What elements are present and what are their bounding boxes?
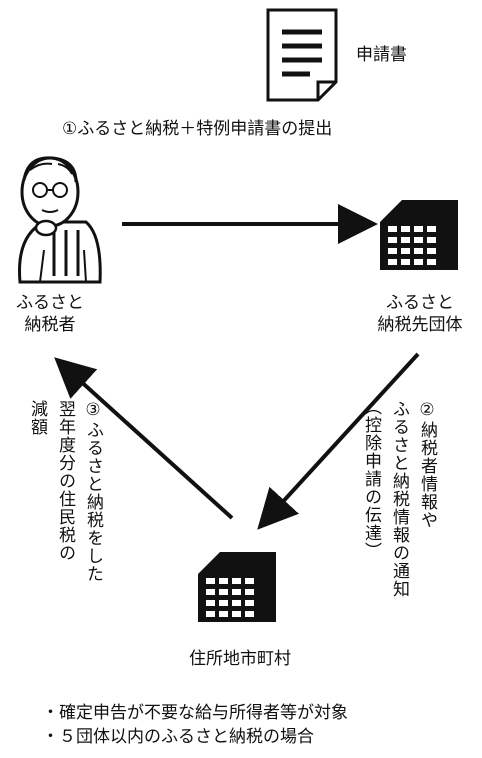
document-label: 申請書 bbox=[356, 45, 407, 65]
taxpayer-label-line2: 納税者 bbox=[24, 315, 76, 335]
step3-column-3: 減額 bbox=[27, 400, 47, 436]
thinking-person-icon bbox=[18, 156, 102, 284]
note-five-limit: ・５団体以内のふるさと納税の場合 bbox=[42, 727, 314, 747]
taxpayer-label: ふるさと 納税者 bbox=[2, 292, 98, 336]
step2-column-1: ②納税者情報や bbox=[417, 400, 437, 529]
step2-column-2: ふるさと納税情報の通知 bbox=[389, 400, 409, 598]
municipality-label: 住所地市町村 bbox=[189, 649, 291, 669]
taxpayer-label-line1: ふるさと bbox=[16, 293, 84, 313]
office-building-icon bbox=[198, 552, 276, 622]
donation-target-label: ふるさと 納税先団体 bbox=[358, 292, 482, 336]
step2-column-3: （控除申請の伝達） bbox=[361, 398, 381, 560]
donation-target-label-line1: ふるさと bbox=[386, 293, 454, 313]
note-eligibility: ・確定申告が不要な給与所得者等が対象 bbox=[42, 703, 348, 723]
arrow-reduction bbox=[54, 357, 234, 520]
arrow-notify bbox=[257, 352, 420, 530]
step1-label: ①ふるさと納税＋特例申請書の提出 bbox=[62, 119, 333, 139]
donation-target-label-line2: 納税先団体 bbox=[377, 315, 463, 335]
step3-column-1: ③ふるさと納税をした bbox=[83, 400, 103, 583]
step3-column-2: 翌年度分の住民税の bbox=[55, 400, 75, 562]
document-icon bbox=[266, 8, 338, 102]
office-building-icon bbox=[380, 200, 458, 270]
